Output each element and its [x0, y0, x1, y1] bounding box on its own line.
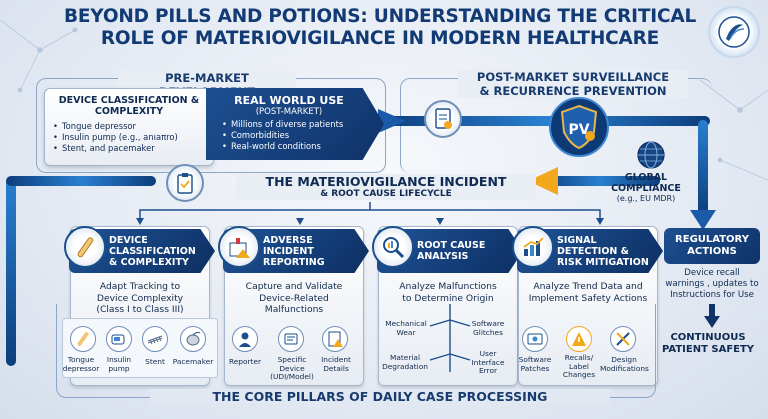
- tongue-depressor-small-icon: [70, 326, 96, 352]
- core-pillars-footer: THE CORE PILLARS OF DAILY CASE PROCESSIN…: [150, 389, 610, 404]
- flow-pipe-return: [6, 176, 156, 186]
- card-description: Capture and Validate Device-Related Malf…: [245, 281, 343, 315]
- design-tools-icon: [610, 326, 636, 352]
- arrow-head-right: [378, 109, 406, 133]
- label-reporter: Reporter: [228, 357, 262, 366]
- list-item: •Insulin pump (e.g., anıaπro): [53, 132, 178, 142]
- label-insulin-pump: Insulin pump: [106, 355, 132, 373]
- cause-material-degradation: Material Degradation: [382, 353, 428, 371]
- cause-software-glitches: Software Glitches: [471, 319, 505, 337]
- svg-text:PV: PV: [568, 122, 589, 138]
- regulatory-actions-box: REGULATORY ACTIONS: [664, 228, 760, 264]
- logo-icon: [718, 16, 750, 48]
- global-compliance-label: GLOBAL COMPLIANCE (e.g., EU MDR): [611, 172, 681, 203]
- globe-icon: [637, 141, 665, 169]
- incident-title: THE MATERIOVIGILANCE INCIDENT & ROOT CAU…: [236, 174, 536, 200]
- real-world-use-box: REAL WORLD USE (POST-MARKET) •Millions o…: [206, 88, 384, 160]
- document-icon: [424, 100, 462, 138]
- arrow-head-left-gold: [528, 167, 558, 195]
- insulin-pump-icon: [106, 326, 132, 352]
- hospital-warning-icon: [218, 226, 260, 268]
- premarket-box: DEVICE CLASSIFICATION & COMPLEXITY •Tong…: [44, 88, 214, 166]
- cause-user-interface-error: User Interface Error: [471, 349, 505, 375]
- postmarket-label: POST-MARKET SURVEILLANCE & RECURRENCE PR…: [458, 70, 688, 98]
- flow-pipe-top: [380, 116, 710, 126]
- label-design-modifications: Design Modifications: [600, 355, 649, 373]
- card-description: Analyze Trend Data and Implement Safety …: [528, 281, 648, 304]
- tongue-depressor-icon: [64, 226, 106, 268]
- arrow-head-down: [690, 210, 716, 230]
- trend-chart-icon: [512, 226, 554, 268]
- list-item: •Tongue depressor: [53, 121, 137, 131]
- logo: [708, 6, 760, 58]
- label-specific-device: Specific Device (UDI/Model): [270, 355, 314, 381]
- flow-pipe-left: [6, 178, 16, 366]
- page-title: BEYOND PILLS AND POTIONS: UNDERSTANDING …: [63, 6, 697, 49]
- card-description: Analyze Malfunctions to Determine Origin: [399, 281, 497, 304]
- card-description: Adapt Tracking to Device Complexity (Cla…: [96, 281, 184, 315]
- cause-mechanical-wear: Mechanical Wear: [385, 319, 427, 337]
- specific-device-icon: [278, 326, 304, 352]
- software-patches-icon: [522, 326, 548, 352]
- pacemaker-icon: [180, 326, 206, 352]
- clipboard-icon: [166, 164, 204, 202]
- flow-pipe-incident: [540, 176, 660, 186]
- label-recalls: Recalls/ Label Changes: [562, 353, 596, 379]
- continuous-patient-safety: CONTINUOUS PATIENT SAFETY: [661, 332, 755, 355]
- pv-shield-icon: PV: [549, 97, 609, 157]
- label-pacemaker: Pacemaker: [172, 357, 214, 366]
- label-incident-details: Incident Details: [321, 355, 351, 373]
- premarket-box-title: DEVICE CLASSIFICATION & COMPLEXITY: [58, 95, 200, 117]
- magnifier-icon: [372, 226, 414, 268]
- list-item: •Real-world conditions: [222, 141, 321, 151]
- list-item: •Comorbidities: [222, 130, 290, 140]
- arrow-down-icon: [704, 304, 720, 328]
- list-item: •Millions of diverse patients: [222, 119, 344, 129]
- cause-arrows: [429, 304, 471, 372]
- core-pillars-frame: [56, 304, 656, 398]
- regulatory-actions-text: Device recall warnings , updates to Inst…: [665, 268, 759, 300]
- label-tongue-depressor: Tongue depressor: [62, 355, 100, 373]
- label-software-patches: Software Patches: [518, 355, 552, 373]
- label-stent: Stent: [145, 357, 165, 366]
- card-adverse-incident: ADVERSE INCIDENT REPORTING Capture and V…: [223, 226, 369, 386]
- list-item: •Stent, and pacemaker: [53, 143, 155, 153]
- flow-pipe-right: [698, 120, 708, 215]
- incident-details-icon: [322, 326, 348, 352]
- reporter-icon: [232, 326, 258, 352]
- recall-warning-icon: [566, 326, 592, 352]
- stent-icon: [142, 326, 168, 352]
